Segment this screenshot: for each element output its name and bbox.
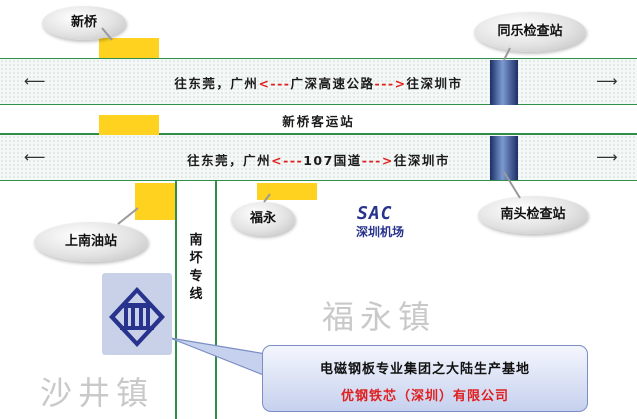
left-arrow-icon: ⟵ xyxy=(24,148,46,166)
fuyong-town-label: 福永镇 xyxy=(322,298,437,336)
company-logo-icon xyxy=(109,287,165,347)
expressway-road xyxy=(0,58,637,105)
national-road-label: 往东莞，广州<---107国道--->往深圳市 xyxy=(187,153,450,168)
nanhuan-line-left-edge xyxy=(175,181,177,419)
right-arrow-icon: ⟶ xyxy=(596,148,618,166)
xinqiao-marker xyxy=(99,38,159,58)
nantou-checkpoint-label: 南头检查站 xyxy=(478,196,588,234)
company-tagline: 电磁钢板专业集团之大陆生产基地 xyxy=(319,362,530,377)
company-name: 优钢铁芯（深圳）有限公司 xyxy=(340,389,509,404)
airport-label: 深圳机场 xyxy=(356,225,405,239)
tongle-checkpoint-marker xyxy=(490,60,518,105)
nanhuan-line-right-edge xyxy=(215,181,217,419)
left-arrow-icon: ⟵ xyxy=(24,72,46,90)
xinqiao-label: 新桥 xyxy=(42,6,126,40)
fuyong-label: 福永 xyxy=(231,202,295,236)
company-pointer xyxy=(169,337,267,377)
airport-logo: SAC xyxy=(357,203,393,224)
national-road-107 xyxy=(0,134,637,181)
nanhuan-line-label: 南 坏 专 线 xyxy=(189,233,203,302)
xinqiao-station-label: 新桥客运站 xyxy=(282,114,355,129)
shajing-town-label: 沙井镇 xyxy=(40,374,155,412)
right-arrow-icon: ⟶ xyxy=(596,72,618,90)
company-info-box: 电磁钢板专业集团之大陆生产基地 优钢铁芯（深圳）有限公司 xyxy=(262,345,588,412)
shangnan-marker xyxy=(135,183,175,220)
company-logo xyxy=(102,273,172,355)
tongle-checkpoint-label: 同乐检查站 xyxy=(474,12,586,52)
expressway-label: 往东莞，广州<---广深高速公路--->往深圳市 xyxy=(174,76,463,91)
station-marker xyxy=(99,115,159,135)
nantou-checkpoint-marker xyxy=(490,136,518,180)
fuyong-marker xyxy=(257,183,317,200)
shangnan-station-label: 上南油站 xyxy=(34,222,148,262)
